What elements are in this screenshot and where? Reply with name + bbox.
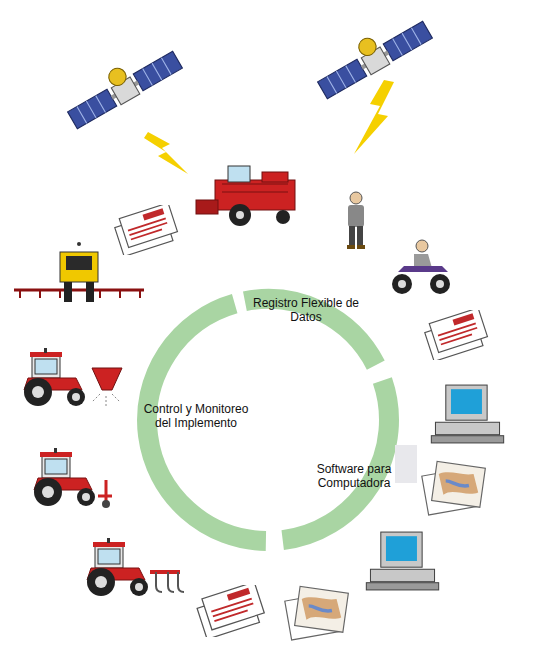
ring-label: Registro Flexible de Datos — [250, 296, 362, 324]
farmer — [347, 192, 365, 249]
panel — [395, 445, 417, 483]
sprayer — [14, 242, 144, 302]
computer — [431, 385, 503, 443]
data-card — [195, 582, 267, 639]
chisel-plow — [150, 572, 184, 592]
data-card — [423, 308, 490, 362]
tractor — [24, 348, 85, 406]
yield-map — [285, 586, 349, 640]
signal-bolt — [354, 80, 394, 154]
fertilizer-spreader — [92, 368, 122, 406]
tractor — [87, 538, 148, 596]
satellite — [61, 39, 183, 130]
signal-bolt — [144, 132, 188, 174]
combine-harvester — [196, 166, 295, 226]
satellite — [311, 9, 433, 100]
ring-label: Control y Monitoreo del Implemento — [134, 402, 258, 430]
planter — [98, 480, 112, 508]
ring-label: Software para Computadora — [306, 462, 402, 490]
yield-map — [422, 461, 486, 515]
atv — [392, 240, 450, 294]
data-card — [113, 203, 180, 257]
computer — [366, 532, 438, 590]
tractor — [34, 448, 95, 506]
